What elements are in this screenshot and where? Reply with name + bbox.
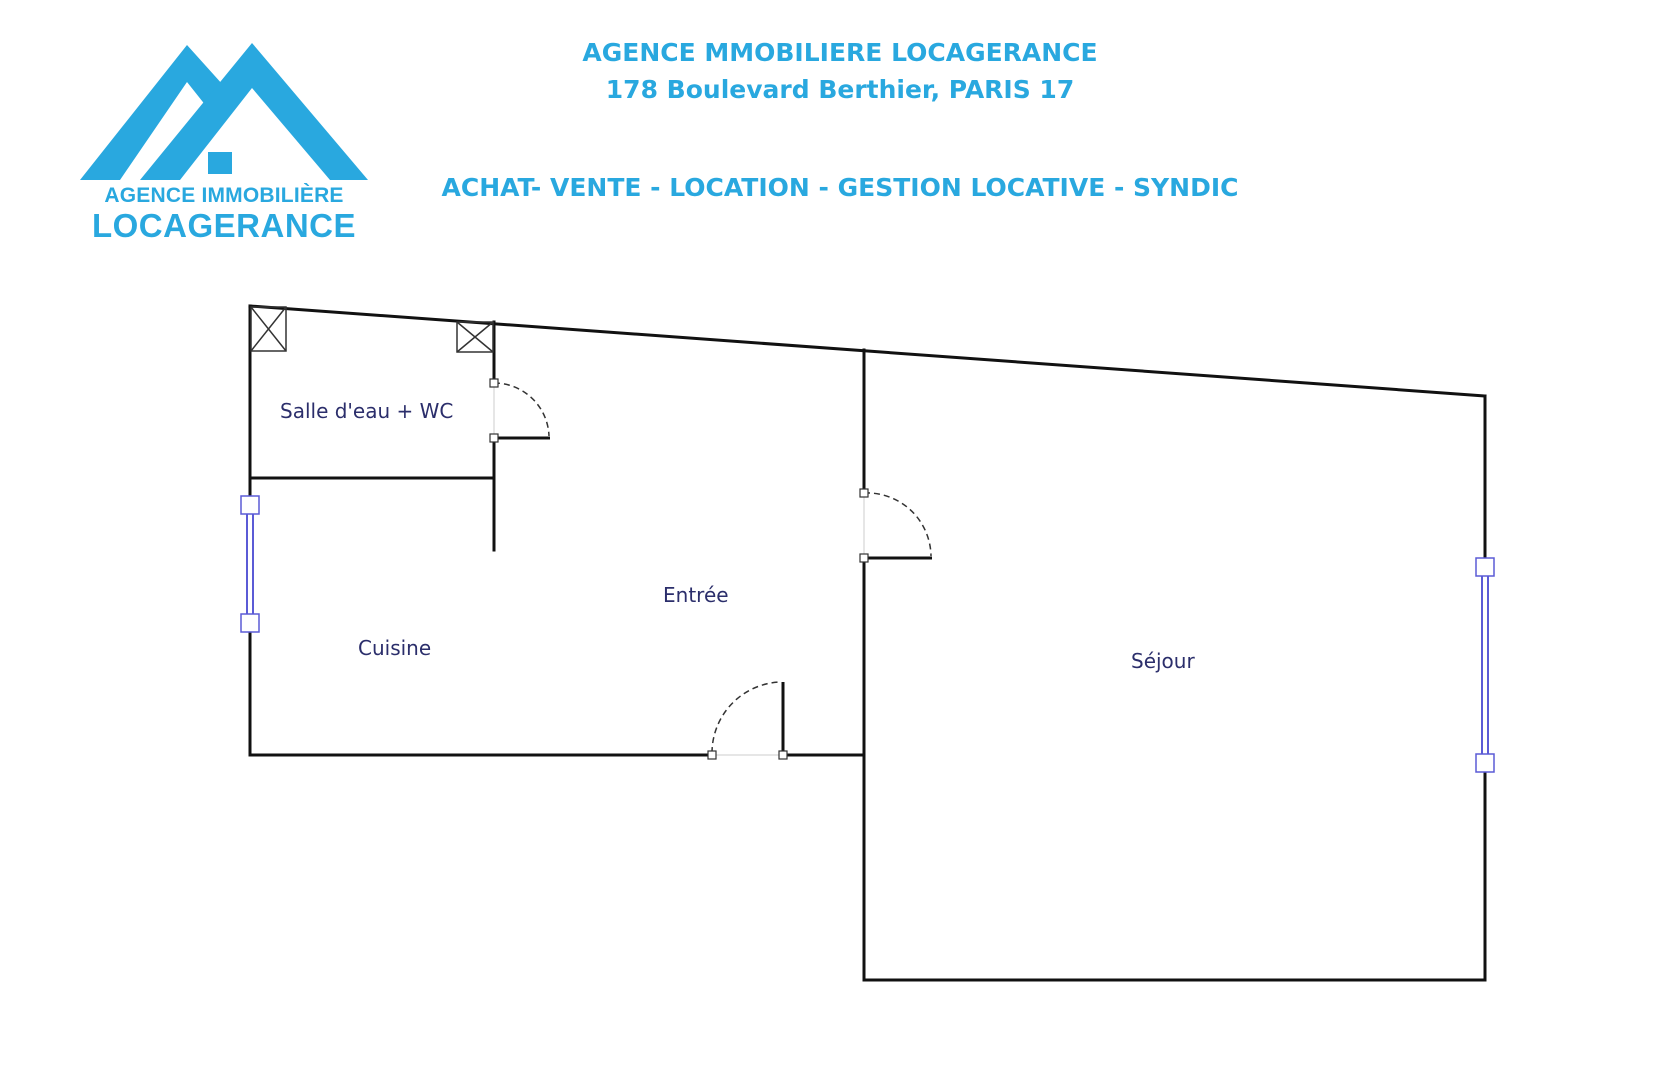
logo-line-brand: LOCAGERANCE	[91, 207, 356, 244]
duct-right	[456, 321, 494, 353]
room-label-sejour: Séjour	[1131, 649, 1195, 673]
door-sejour	[859, 488, 932, 563]
agency-logo: AGENCE IMMOBILIÈRE LOCAGERANCE	[80, 40, 380, 244]
agency-name: AGENCE MMOBILIERE LOCAGERANCE	[582, 38, 1098, 67]
agency-address: 178 Boulevard Berthier, PARIS 17	[605, 75, 1075, 104]
logo-line-agency: AGENCE IMMOBILIÈRE	[104, 184, 344, 207]
window-sejour	[1475, 557, 1495, 773]
window-cuisine	[240, 495, 260, 633]
agency-services: ACHAT- VENTE - LOCATION - GESTION LOCATI…	[441, 173, 1239, 202]
door-entrance	[707, 681, 788, 760]
room-label-cuisine: Cuisine	[358, 636, 431, 660]
house-roof-icon	[80, 43, 368, 180]
duct-left	[250, 306, 287, 352]
wall-top	[248, 304, 1487, 398]
door-bathroom	[489, 378, 550, 443]
room-label-entree: Entrée	[663, 583, 729, 607]
room-label-salle-eau: Salle d'eau + WC	[280, 399, 453, 423]
